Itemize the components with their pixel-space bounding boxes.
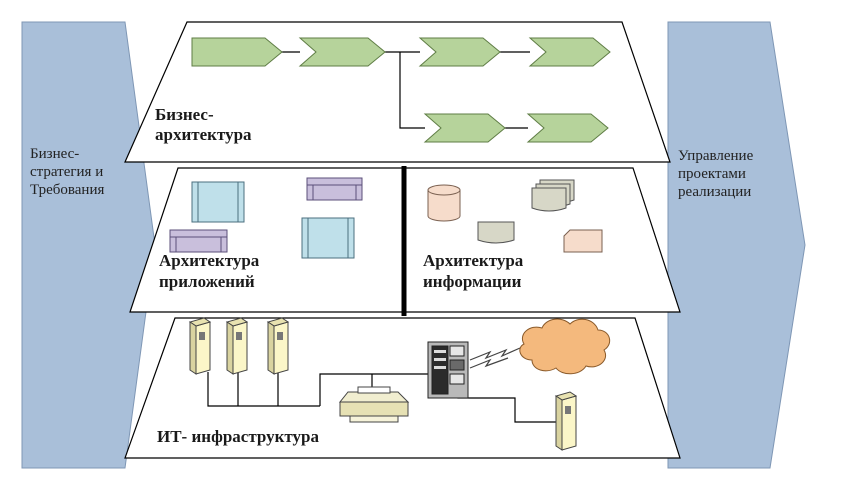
information-label-line-1: Архитектура [423,251,524,270]
infrastructure-layer-label: ИТ- инфраструктура [157,427,319,446]
business-layer-label: Бизнес- архитектура [155,105,252,144]
wireless-link-icon [469,347,521,361]
left-arrow-label: Бизнес- стратегия и Требования [30,146,107,198]
left-side-arrow: Бизнес- стратегия и Требования [21,21,156,469]
left-arrow-shape [21,21,156,469]
process-connectors [280,51,530,129]
mainframe-icon [427,341,469,399]
process-step-4 [528,37,611,67]
information-objects [427,179,603,253]
database-cylinder-icon [427,184,461,222]
information-layer-label: Архитектура информации [423,251,528,291]
applications-label-line-1: Архитектура [159,251,260,270]
right-arrow-shape [667,21,806,469]
right-side-arrow: Управление проектами реализации [667,21,806,469]
infrastructure-label-line-1: ИТ- инфраструктура [157,427,319,446]
right-arrow-line-3: реализации [678,184,751,200]
process-step-1 [191,37,283,67]
wireless-link-icon-2 [469,357,509,369]
business-label-line-2: архитектура [155,125,252,144]
process-step-3 [418,37,501,67]
app-window-3 [169,229,228,253]
right-arrow-line-1: Управление [678,148,754,164]
applications-layer-label: Архитектура приложений [159,251,264,291]
process-steps [191,37,611,143]
cloud-icon [519,318,611,375]
printer-icon [338,386,410,423]
right-arrow-label: Управление проектами реализации [678,148,757,200]
server-tower-4-icon [554,391,578,451]
right-arrow-line-2: проектами [678,166,746,182]
application-information-layer: Архитектура приложений Архитектура инфор… [129,166,681,316]
applications-label-line-2: приложений [159,272,255,291]
business-label-line-1: Бизнес- [155,105,214,124]
server-tower-3-icon [266,317,290,375]
server-tower-1-icon [188,317,212,375]
app-window-1 [191,181,245,223]
business-layer: Бизнес- архитектура [124,21,671,163]
infrastructure-layer: ИТ- инфраструктура [124,317,681,459]
card-icon [563,229,603,253]
information-label-line-2: информации [423,272,522,291]
server-tower-2-icon [225,317,249,375]
left-arrow-line-1: Бизнес- [30,146,79,162]
app-window-4 [301,217,355,259]
process-step-5 [423,113,506,143]
application-windows [169,177,363,259]
process-step-6 [526,113,609,143]
server-towers [188,317,578,451]
left-arrow-line-3: Требования [30,182,104,198]
process-step-2 [298,37,386,67]
document-icon [477,221,515,244]
document-stack-icon [531,179,575,212]
app-window-2 [306,177,363,201]
left-arrow-line-2: стратегия и [30,164,103,180]
